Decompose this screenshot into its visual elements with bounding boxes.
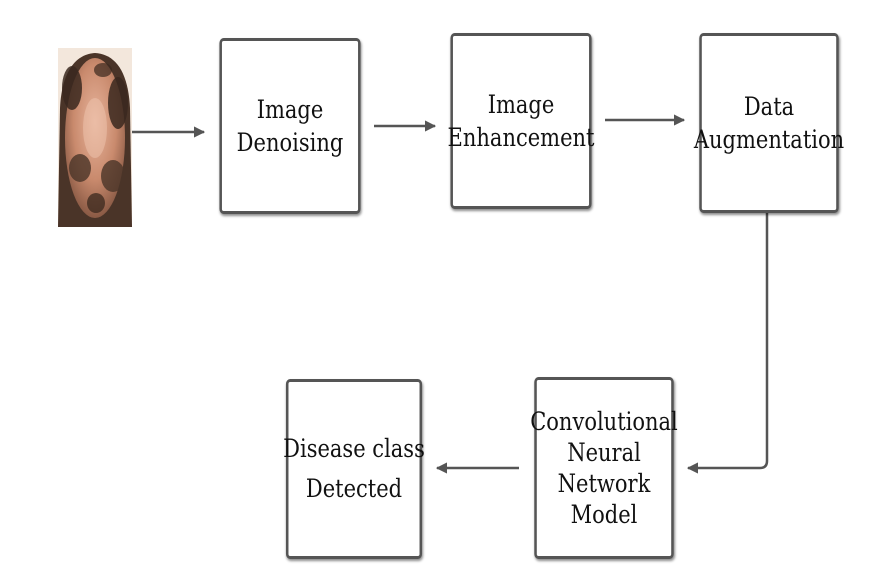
node-label-line: Disease class (283, 434, 425, 463)
node-label-line: Convolutional (530, 407, 678, 436)
node-image-enhancement: Image Enhancement (448, 33, 594, 209)
node-data-augmentation: Data Augmentation (694, 33, 844, 213)
arrow-augmentation-to-cnn (686, 213, 769, 474)
node-label-line: Augmentation (693, 125, 845, 154)
node-label-line: Network (557, 469, 651, 498)
scalp-photo-icon (58, 48, 132, 227)
node-cnn-model: Convolutional Neural Network Model (530, 377, 678, 559)
node-label-line: Model (570, 500, 638, 529)
node-label-line: Denoising (236, 128, 344, 157)
node-image-denoising: Image Denoising (219, 38, 361, 214)
node-label-line: Data (743, 92, 795, 121)
node-disease-class-detected: Disease class Detected (283, 379, 425, 559)
node-label-line: Image (256, 95, 324, 124)
node-label-line: Neural (567, 438, 641, 467)
node-label-line: Enhancement (447, 123, 595, 152)
node-label-line: Image (487, 90, 555, 119)
node-label-line: Detected (305, 474, 403, 503)
